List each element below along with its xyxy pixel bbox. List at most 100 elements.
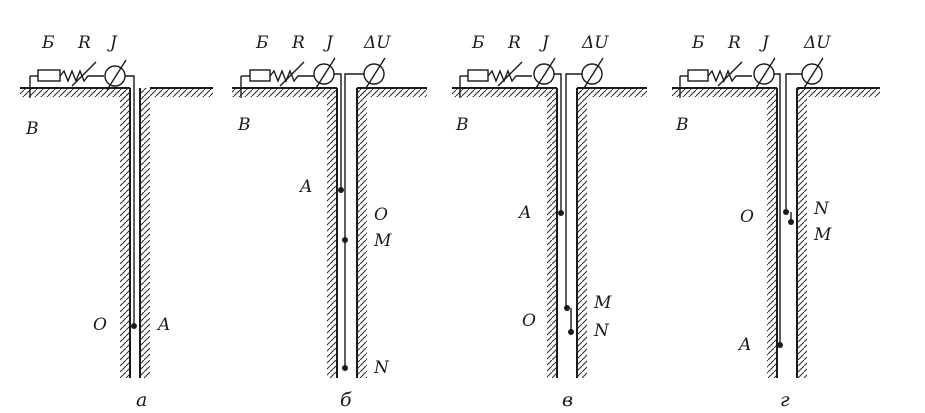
ground-hatch-right [150,88,213,97]
battery-label: Б [691,33,705,53]
rheostat-arrow [717,61,743,87]
voltmeter-symbol [801,63,823,85]
point-label: M [373,231,392,251]
voltmeter-label: ΔU [581,33,609,53]
point-marker [342,237,348,243]
point-label: A [517,203,531,223]
ground-electrode-label: В [25,119,39,139]
point-label: N [593,321,610,341]
point-marker [568,329,574,335]
point-marker [564,305,570,311]
borehole-wall-right-hatch [357,88,367,378]
diagram-c: Б R Ј ΔU В A O M N в [452,33,647,411]
ammeter-symbol [533,63,555,85]
ammeter-arrow [535,57,556,89]
ground-hatch-left [232,88,327,97]
rheostat-label: R [291,33,305,53]
diagram-a: Б R Ј В O A а [20,33,213,411]
point-label: M [593,293,612,313]
battery-label: Б [41,33,55,53]
borehole-wall-right-hatch [797,88,807,378]
diagram-caption: в [562,389,573,411]
ammeter-label: Ј [107,33,118,53]
ammeter-arrow [106,59,127,91]
ammeter-arrow [755,57,776,89]
rheostat-arrow [279,61,305,87]
point-label: O [740,207,754,227]
diagram-caption: б [340,389,352,411]
voltmeter-label: ΔU [803,33,831,53]
battery-symbol [467,69,489,82]
point-label: A [156,315,170,335]
point-marker [777,342,783,348]
ground-hatch-right [797,88,880,97]
borehole-wall-left-hatch [767,88,777,378]
rheostat-symbol [707,69,752,83]
ground-hatch-left [672,88,767,97]
rheostat-label: R [727,33,741,53]
diagram-b: Б R Ј ΔU В A O M N б [232,33,427,411]
point-label: A [298,177,312,197]
voltmeter-label: ΔU [363,33,391,53]
diagram-caption: а [136,389,147,411]
ammeter-arrow [315,57,336,89]
cable-potential [565,73,582,332]
point-marker [788,219,794,225]
voltmeter-arrow [583,57,604,89]
ground-hatch-left [20,88,130,97]
cable [125,75,135,326]
ammeter-symbol [753,63,775,85]
point-marker [342,365,348,371]
voltmeter-arrow [803,57,824,89]
ground-electrode-label: В [237,115,251,135]
ground-hatch-right [577,88,647,97]
ammeter-label: Ј [759,33,770,53]
point-marker [131,323,137,329]
point-label: O [93,315,107,335]
rheostat-symbol [59,69,104,83]
borehole-wall-left-hatch [120,88,130,378]
ammeter-symbol [313,63,335,85]
cable-current [774,73,781,345]
ground-electrode-label: В [675,115,689,135]
rheostat-arrow [71,61,97,87]
battery-label: Б [471,33,485,53]
point-label: A [737,335,751,355]
point-label: M [813,225,832,245]
borehole-wall-left-hatch [547,88,557,378]
ammeter-label: Ј [539,33,550,53]
point-label: N [813,199,830,219]
point-label: N [373,358,390,378]
borehole-wall-right-hatch [140,88,150,378]
borehole-wall-right-hatch [577,88,587,378]
voltmeter-arrow [365,57,386,89]
cable-current [554,73,562,213]
point-label: O [522,311,536,331]
point-marker [783,209,789,215]
battery-label: Б [255,33,269,53]
rheostat-label: R [507,33,521,53]
voltmeter-symbol [581,63,603,85]
rheostat-symbol [487,69,532,83]
point-label: O [374,205,388,225]
cable-current [334,73,342,190]
rheostat-arrow [497,61,523,87]
point-marker [338,187,344,193]
ground-hatch-left [452,88,547,97]
diagram-caption: г [780,389,790,411]
point-marker [558,210,564,216]
rheostat-symbol [269,69,314,83]
ammeter-label: Ј [323,33,334,53]
battery-symbol [687,69,709,82]
battery-symbol [37,69,61,82]
borehole-wall-left-hatch [327,88,337,378]
ground-electrode-label: В [455,115,469,135]
cable-potential [344,73,364,368]
diagram-d: Б R Ј ΔU В N O M A г [672,33,880,411]
ground-hatch-right [357,88,427,97]
battery-symbol [249,69,271,82]
voltmeter-symbol [363,63,385,85]
rheostat-label: R [77,33,91,53]
ammeter-symbol [104,65,126,87]
